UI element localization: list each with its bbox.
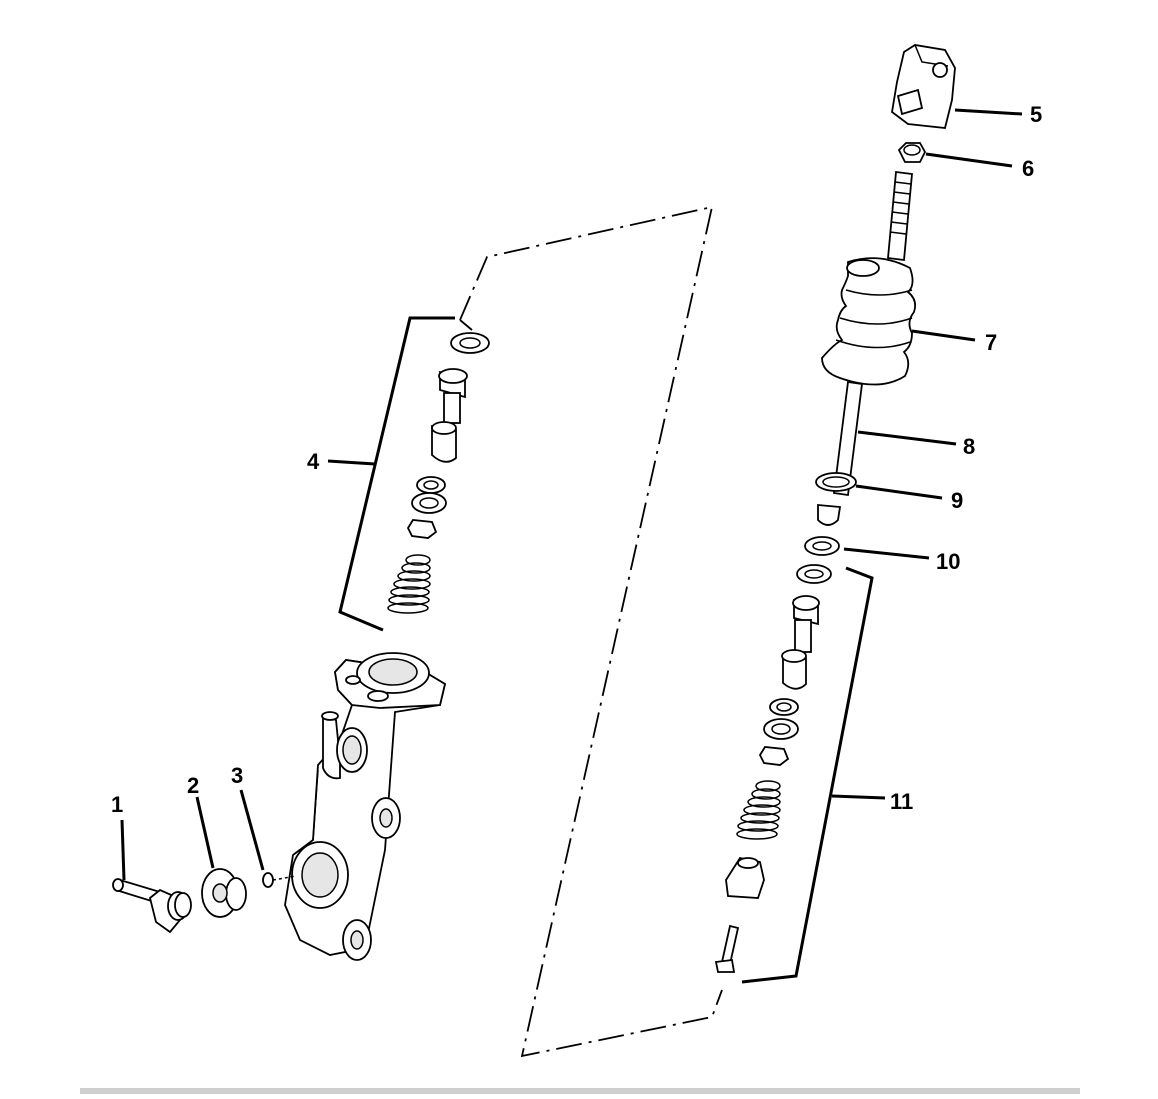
callout-4: 4 [307,449,320,474]
left-kit-parts [387,332,490,614]
callout-9: 9 [951,488,963,513]
callout-11: 11 [890,789,913,814]
callout-10: 10 [936,549,960,574]
callout-2: 2 [187,773,199,798]
callout-8: 8 [963,434,975,459]
callout-labels: 1 2 3 4 5 6 7 8 9 10 11 [111,102,1042,817]
leaders-1-3 [120,789,265,881]
right-assembly-parts [714,44,956,973]
callout-3: 3 [231,763,243,788]
alignment-lines [459,205,723,1058]
callout-5: 5 [1030,102,1042,127]
callout-6: 6 [1022,156,1034,181]
leaders-5-11 [741,108,1023,984]
left-cylinder-body [284,652,447,961]
bottom-edge-band [80,1088,1080,1094]
kit-bracket-4 [327,316,455,632]
callout-1: 1 [111,792,123,817]
left-fittings [112,868,297,934]
callout-7: 7 [985,330,997,355]
